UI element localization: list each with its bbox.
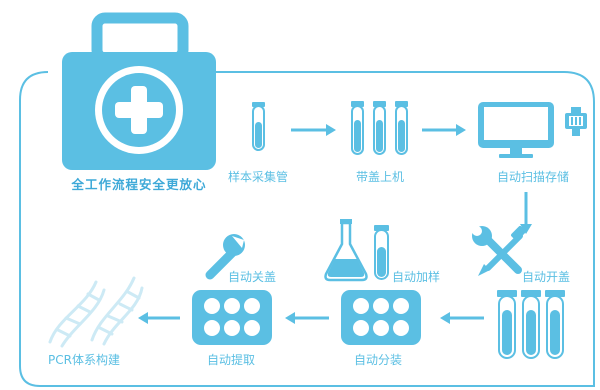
arrow-icon bbox=[138, 312, 180, 324]
step-label-sample-collection: 样本采集管 bbox=[228, 170, 289, 184]
dna-helix-icon bbox=[48, 276, 144, 348]
well-plate-icon bbox=[192, 290, 272, 345]
tube-icon bbox=[374, 225, 389, 280]
tube-group-icon bbox=[351, 101, 408, 155]
wrench-screwdriver-icon bbox=[472, 226, 526, 276]
tube-group-icon bbox=[497, 290, 565, 359]
step-label-auto-add-sample: 自动加样 bbox=[392, 270, 441, 284]
wrench-icon bbox=[205, 234, 245, 280]
diagram-frame bbox=[19, 71, 595, 387]
step-label-auto-uncap: 自动开盖 bbox=[522, 270, 571, 284]
arrow-icon bbox=[440, 312, 484, 324]
step-label-auto-dispense: 自动分装 bbox=[354, 353, 403, 367]
step-label-capped-loading: 带盖上机 bbox=[356, 170, 405, 184]
arrow-icon bbox=[520, 192, 532, 234]
monitor-icon bbox=[478, 102, 554, 158]
arrow-icon bbox=[285, 312, 329, 324]
arrow-icon bbox=[291, 124, 336, 136]
step-label-auto-scan-store: 自动扫描存储 bbox=[497, 170, 570, 184]
arrow-icon bbox=[422, 124, 466, 136]
well-plate-icon bbox=[341, 290, 421, 345]
headline: 全工作流程安全更放心 bbox=[71, 177, 207, 192]
step-label-auto-extract: 自动提取 bbox=[207, 353, 256, 367]
sample-tube-icon bbox=[252, 102, 265, 151]
step-label-pcr-build: PCR体系构建 bbox=[48, 353, 120, 367]
barcode-scanner-icon bbox=[565, 107, 587, 136]
step-label-auto-cap: 自动关盖 bbox=[228, 270, 277, 284]
flask-icon bbox=[324, 219, 368, 282]
medical-kit-icon bbox=[62, 12, 216, 170]
